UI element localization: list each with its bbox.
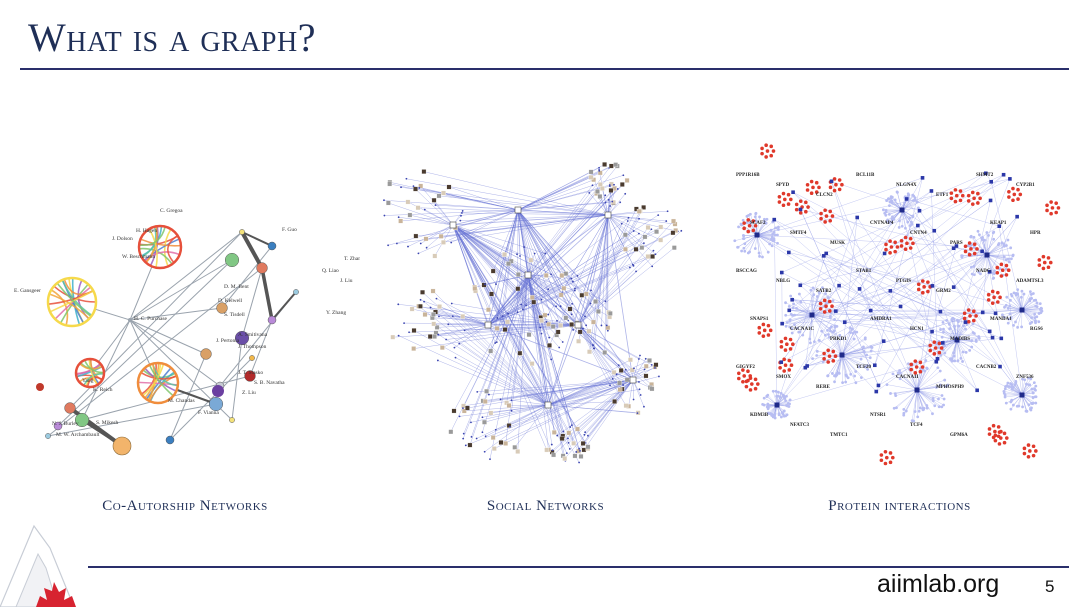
social-network-avatar-nodes: [383, 162, 683, 464]
protein-label: MADIBS: [950, 337, 970, 342]
author-label: J. Thompson: [238, 344, 267, 350]
author-label: D. Kelwell: [218, 298, 243, 304]
social-network-edges: [383, 164, 682, 463]
aiim-lab-logo-icon: [0, 524, 76, 607]
author-label: E. Gansgeer: [14, 288, 41, 294]
protein-label: NBLG: [776, 279, 790, 284]
author-label: A. Smitivana: [238, 332, 268, 338]
author-label: Y. Zhang: [326, 310, 346, 316]
protein-label: CNTNAP4: [870, 221, 894, 226]
protein-label: CNTN4: [910, 231, 927, 236]
author-label: Z. Liu: [242, 390, 256, 396]
protein-label: GPM6A: [950, 433, 968, 438]
protein-network-nodes: [733, 143, 1061, 466]
protein-label: PPP1R16B: [736, 173, 760, 178]
protein-label: KEAP1: [990, 221, 1007, 226]
protein-label: CYP2B1: [1016, 183, 1035, 188]
protein-label: NLGN4X: [896, 183, 917, 188]
author-label: H. C. Purchase: [134, 316, 168, 322]
protein-label: GIGYF2: [736, 365, 755, 370]
author-label: S. Tisdell: [224, 312, 245, 318]
protein-label: RGS6: [1030, 327, 1043, 332]
author-label: J. Dolson: [112, 236, 133, 242]
brand-url[interactable]: aiimlab.org: [877, 570, 1000, 598]
protein-label: SMTF4: [790, 231, 807, 236]
author-label: C. Gregoa: [160, 208, 183, 214]
protein-label: SCAF2: [750, 221, 766, 226]
protein-label: TMTC1: [830, 433, 848, 438]
protein-label: ZNF536: [1016, 375, 1034, 380]
protein-label: BSCCAG: [736, 269, 757, 274]
protein-label: BCL11B: [856, 173, 875, 178]
protein-label: CLCN2: [816, 193, 833, 198]
protein-label: SNAPS1: [750, 317, 769, 322]
protein-network-labels: PPP1R16B SPYD CLCN2 BCL11B NLGN4X ETF1 SHMT2CY…: [736, 173, 1044, 438]
author-label: J. Liu: [340, 278, 353, 284]
protein-label: SMOX: [776, 375, 791, 380]
protein-network-edges: [734, 173, 1042, 422]
caption-social-networks: Social Networks: [486, 498, 605, 514]
author-label: W. Beschmann: [122, 254, 155, 260]
protein-interaction-network-image: PPP1R16B SPYD CLCN2 BCL11B NLGN4X ETF1 SHMT2CY…: [733, 143, 1061, 466]
protein-label: MANDA1: [990, 317, 1012, 322]
protein-label: MPHOSPH9: [936, 385, 964, 390]
caption-co-authorship: Co-Autorship Networks: [102, 498, 268, 514]
social-network-image: [383, 162, 683, 464]
protein-label: ETF1: [936, 193, 949, 198]
protein-label: STAB1: [856, 269, 872, 274]
author-label: S. B. Navatha: [254, 380, 285, 386]
protein-label: MUSK: [830, 241, 845, 246]
protein-label: KDM3B: [750, 413, 769, 418]
caption-protein-interactions: Protein interactions: [828, 498, 971, 514]
protein-label: PARS: [950, 241, 963, 246]
protein-label: CACNB2: [976, 365, 997, 370]
author-label: M. Chandas: [168, 398, 195, 404]
protein-label: CACNA1C: [790, 327, 815, 332]
author-label: Yang: [82, 378, 94, 384]
author-label: K. Reich: [93, 387, 113, 393]
author-label: F. Guo: [282, 227, 297, 233]
protein-label: HPR: [1030, 231, 1041, 236]
author-label: M. W. Archambault: [56, 432, 100, 438]
slide-title: What is a graph?: [28, 15, 316, 60]
author-label: J. Pertonia: [216, 338, 240, 344]
author-label: Q. Liao: [322, 268, 339, 274]
protein-label: NFATC3: [790, 423, 809, 428]
author-label: D. M. Bent: [224, 284, 249, 290]
co-authorship-chord-hubs: [46, 224, 183, 405]
protein-label: NTSR1: [870, 413, 886, 418]
protein-label: PRKD1: [830, 337, 847, 342]
protein-label: SPYD: [776, 183, 789, 188]
protein-label: PTGIS: [896, 279, 911, 284]
title-underline: [20, 68, 1069, 70]
author-label: T. Zhang: [344, 256, 360, 262]
protein-label: SHMT2: [976, 173, 994, 178]
page-number: 5: [1045, 577, 1055, 596]
protein-label: AMDRA1: [870, 317, 892, 322]
co-authorship-nodes: [36, 229, 299, 456]
protein-label: TCF20: [856, 365, 872, 370]
protein-label: TCF4: [910, 423, 923, 428]
footer-rule: [88, 566, 1069, 568]
protein-label: ADAMTSL3: [1016, 279, 1044, 284]
author-label: H. Hagen: [136, 228, 157, 234]
protein-label: RERE: [816, 385, 831, 390]
author-label: S. Mikesh: [96, 420, 119, 426]
author-label: F. Vianna: [198, 410, 219, 416]
protein-label: NADG: [976, 269, 991, 274]
protein-label: HCN1: [910, 327, 924, 332]
protein-label: CACNA1I: [896, 375, 919, 380]
author-label: N. J. Burley: [52, 421, 79, 427]
protein-label: SATB2: [816, 289, 832, 294]
author-label: J. T. Stasko: [238, 370, 263, 376]
protein-label: GRM2: [936, 289, 951, 294]
